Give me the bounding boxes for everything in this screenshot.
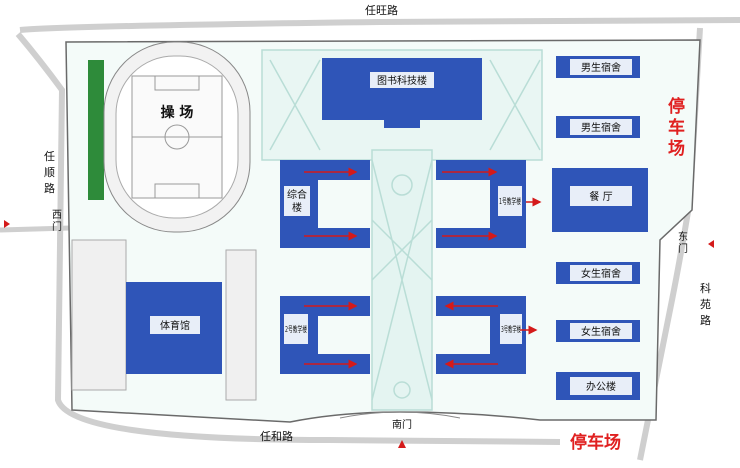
female-dorm-2: 女生宿舍	[556, 320, 640, 342]
building-2-label: 2号教学楼	[285, 324, 307, 334]
building-3-label: 3号教学楼	[501, 324, 521, 334]
road-west-char2: 顺	[44, 166, 55, 179]
west-gate-char1: 西	[52, 210, 62, 221]
office-label: 办公楼	[586, 380, 616, 393]
parking-east-char3: 场	[668, 139, 685, 159]
female-dorm-1-label: 女生宿舍	[581, 267, 621, 280]
parking-east-char1: 停	[668, 96, 685, 117]
south-gate-label: 南门	[392, 418, 412, 431]
south-gate: 南门	[339, 411, 461, 448]
complex-label-line2: 楼	[292, 201, 302, 214]
female-dorm-2-label: 女生宿舍	[581, 325, 621, 338]
road-west-char1: 任	[44, 150, 55, 163]
east-gate-char1: 东	[678, 230, 688, 243]
building-3: 3号教学楼	[436, 296, 538, 374]
gym-label: 体育馆	[160, 319, 190, 332]
road-west-char3: 路	[44, 182, 55, 195]
road-north-label: 任旺路	[365, 4, 398, 17]
east-gate-char2: 门	[678, 242, 688, 255]
parking-south-label: 停车场	[570, 432, 621, 453]
female-dorm-1: 女生宿舍	[556, 262, 640, 284]
male-dorm-2: 男生宿舍	[556, 116, 640, 138]
canteen-label: 餐 厅	[589, 190, 612, 203]
office-building: 办公楼	[556, 372, 640, 400]
complex-label-line1: 综合	[287, 188, 307, 201]
male-dorm-1-label: 男生宿舍	[581, 61, 621, 74]
road-east-char2: 苑	[700, 298, 711, 311]
west-gate: 西 门	[4, 210, 62, 233]
complex-building: 综合 楼	[280, 160, 370, 248]
building-1: 1号教学楼	[436, 160, 542, 248]
parking-east: 停 车 场	[668, 96, 685, 159]
west-gate-char2: 门	[52, 220, 62, 233]
library-building: 图书科技楼	[322, 58, 482, 128]
male-dorm-2-label: 男生宿舍	[581, 121, 621, 134]
road-south-label: 任和路	[260, 430, 293, 443]
road-east-char1: 科	[700, 281, 711, 295]
east-gate: 东 门	[678, 230, 714, 255]
road-east-char3: 路	[700, 314, 711, 327]
building-2: 2号教学楼	[280, 296, 370, 374]
parking-east-char2: 车	[668, 117, 685, 138]
building-1-label: 1号教学楼	[499, 196, 521, 206]
playground-label: 操 场	[161, 104, 194, 121]
gym-building: 体育馆	[71, 239, 257, 401]
playground-field: 操 场	[88, 41, 251, 233]
canteen-building: 餐 厅	[552, 168, 648, 232]
male-dorm-1: 男生宿舍	[556, 56, 640, 78]
library-label: 图书科技楼	[377, 74, 427, 87]
